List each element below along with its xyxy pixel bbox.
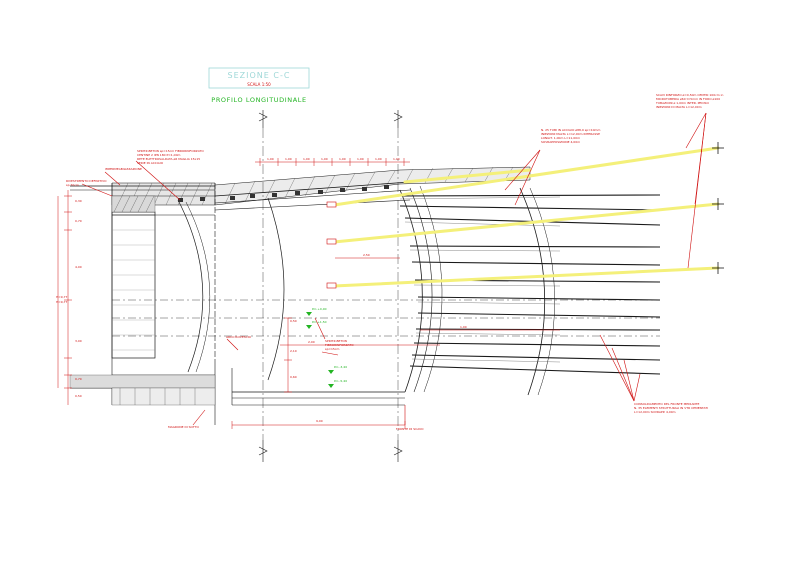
crown-rib-blocks [178,185,389,202]
spritz-mid-line-3: sp=15cm [325,347,339,351]
lining-hatch-blocks [69,195,216,406]
dim-v-2: 0,70 [75,219,82,223]
annotation-notes: SCAVI RINFORZO ø=0,50m CENTRI 100cm in M… [66,93,723,431]
dim-v-5: 0,70 [75,377,82,381]
drilling-spec-line-3: TUBAZIONI ø 1,00m INTER. PEIOSO [655,101,709,105]
pipe-terminal-crosses [712,142,724,274]
final-lining-line-2: sp.70cm [66,183,79,187]
injection-pipes [332,146,720,288]
scale-label: SCALA 1:50 [247,82,271,87]
bar-shadow-lines [399,196,561,363]
consolidation-line-2: N. 35 ELEMENTI STRUTTURALI IN VTR CEMENT… [634,406,708,410]
section-marker-top-right [393,110,403,128]
dim-top-3: 1,00 [303,157,310,161]
tubes-spec-line-2: INIEZIONI MALTA L=12,00m INTERASSE [541,132,600,136]
dim-top-6: 1,00 [357,157,364,161]
level-marks: P.C.+0,00 P.C.+1,50 P.C.-3,40 P.C.-5,40 [306,307,347,388]
excavation-face-label: FRONTE DI SCAVO [396,427,424,431]
dim-top-2: 1,00 [285,157,292,161]
dim-bottom: 9,00 [316,419,323,423]
section-title: SEZIONE C-C [228,71,291,80]
dim-total-1: H=9,77 [56,295,68,299]
leader-lines [81,112,707,426]
left-lining-lines [112,229,155,351]
final-lining-line-1: RIVESTIMENTO DEFINITIVO [66,179,107,183]
level-3: P.C.-3,40 [334,365,347,369]
dim-mid-2: 1,00 [460,325,467,329]
invert-label: ARCO ROVESCIO [226,335,252,339]
dim-misc-2: 0,60 [290,375,297,379]
dim-mid-1: 2,00 [308,340,315,344]
spritz-top-line-1: SPRITZ-BETON sp=15cm FIBRORINFORZATO [137,149,204,153]
level-4: P.C.-5,40 [334,379,347,383]
title-block: SEZIONE C-C SCALA 1:50 PROFILO LONGITUDI… [208,67,310,104]
spritz-top-line-2: CENTINE 2 IPN 180 P=1,00m [137,153,180,157]
drilling-spec-line-1: SCAVI RINFORZO ø=0,50m CENTRI 100cm in [656,93,723,97]
section-markers [258,110,403,462]
section-marker-bottom-right [393,440,403,462]
tubes-spec-line-1: N. 25 TUBI IN ACCIAIO ø88,9 sp=10mm [541,128,600,132]
dim-top-1: 1,00 [267,157,274,161]
level-2: P.C.+1,50 [312,320,327,324]
profile-subtitle: PROFILO LONGITUDINALE [211,96,306,104]
drilling-spec-line-2: MICROTUBERIA ø60 t=5mm IN FORO ø100 [656,97,720,101]
injection-pipe-ends [326,201,337,289]
level-1: P.C.+0,00 [312,307,327,311]
dim-misc-3: 0,50 [290,319,297,323]
tubes-spec-line-3: LONGIT. 1,00m L=11,00m [541,136,580,140]
dimension-texts: 0,30 0,70 4,00 3,00 0,70 0,50 H=9,77 H=9… [56,157,467,423]
dim-v-6: 0,50 [75,394,82,398]
dim-top-5: 1,00 [339,157,346,161]
dim-top-8: 1,00 [393,157,400,161]
consolidation-line-1: CONSOLIDAMENTO DEL FRONTE MEDIANTE [634,402,699,406]
consolidation-line-3: L=12,00m SOVRAPP. 4,00m [634,410,676,414]
dim-v-3: 4,00 [75,265,82,269]
tubes-spec-line-4: SOVRAPPOSIZIONE 4,00m [541,140,580,144]
lean-concrete-label: MAGRONE DI SOTTO [168,425,199,429]
waterproofing-label: IMPERMEABILIZZAZIONE [105,167,142,171]
spritz-mid-line-1: SPRITZ-BETON [325,339,347,343]
dim-v-1: 0,30 [75,199,82,203]
drilling-spec-line-4: INIEZIONI DI MALTA L=12,00m [656,105,702,109]
dim-misc-1: 2,10 [290,349,297,353]
dim-top-7: 1,00 [375,157,382,161]
dim-v-4: 3,00 [75,339,82,343]
spritz-top-line-4: SERIE IN ACCIAIO [137,161,164,165]
section-marker-bottom-left [258,440,268,462]
dim-top-4: 1,00 [321,157,328,161]
dim-misc-4: 2,50 [363,253,370,257]
dim-total-2: H=9,77 [56,300,68,304]
dimension-lines [57,158,560,429]
spritz-top-line-3: RETE ELETTROSALDATA ø6 MAGLIA 15x15 [137,157,200,161]
spritz-mid-line-2: FIBRORINFORZATO [325,343,354,347]
section-marker-top-left [258,110,268,128]
